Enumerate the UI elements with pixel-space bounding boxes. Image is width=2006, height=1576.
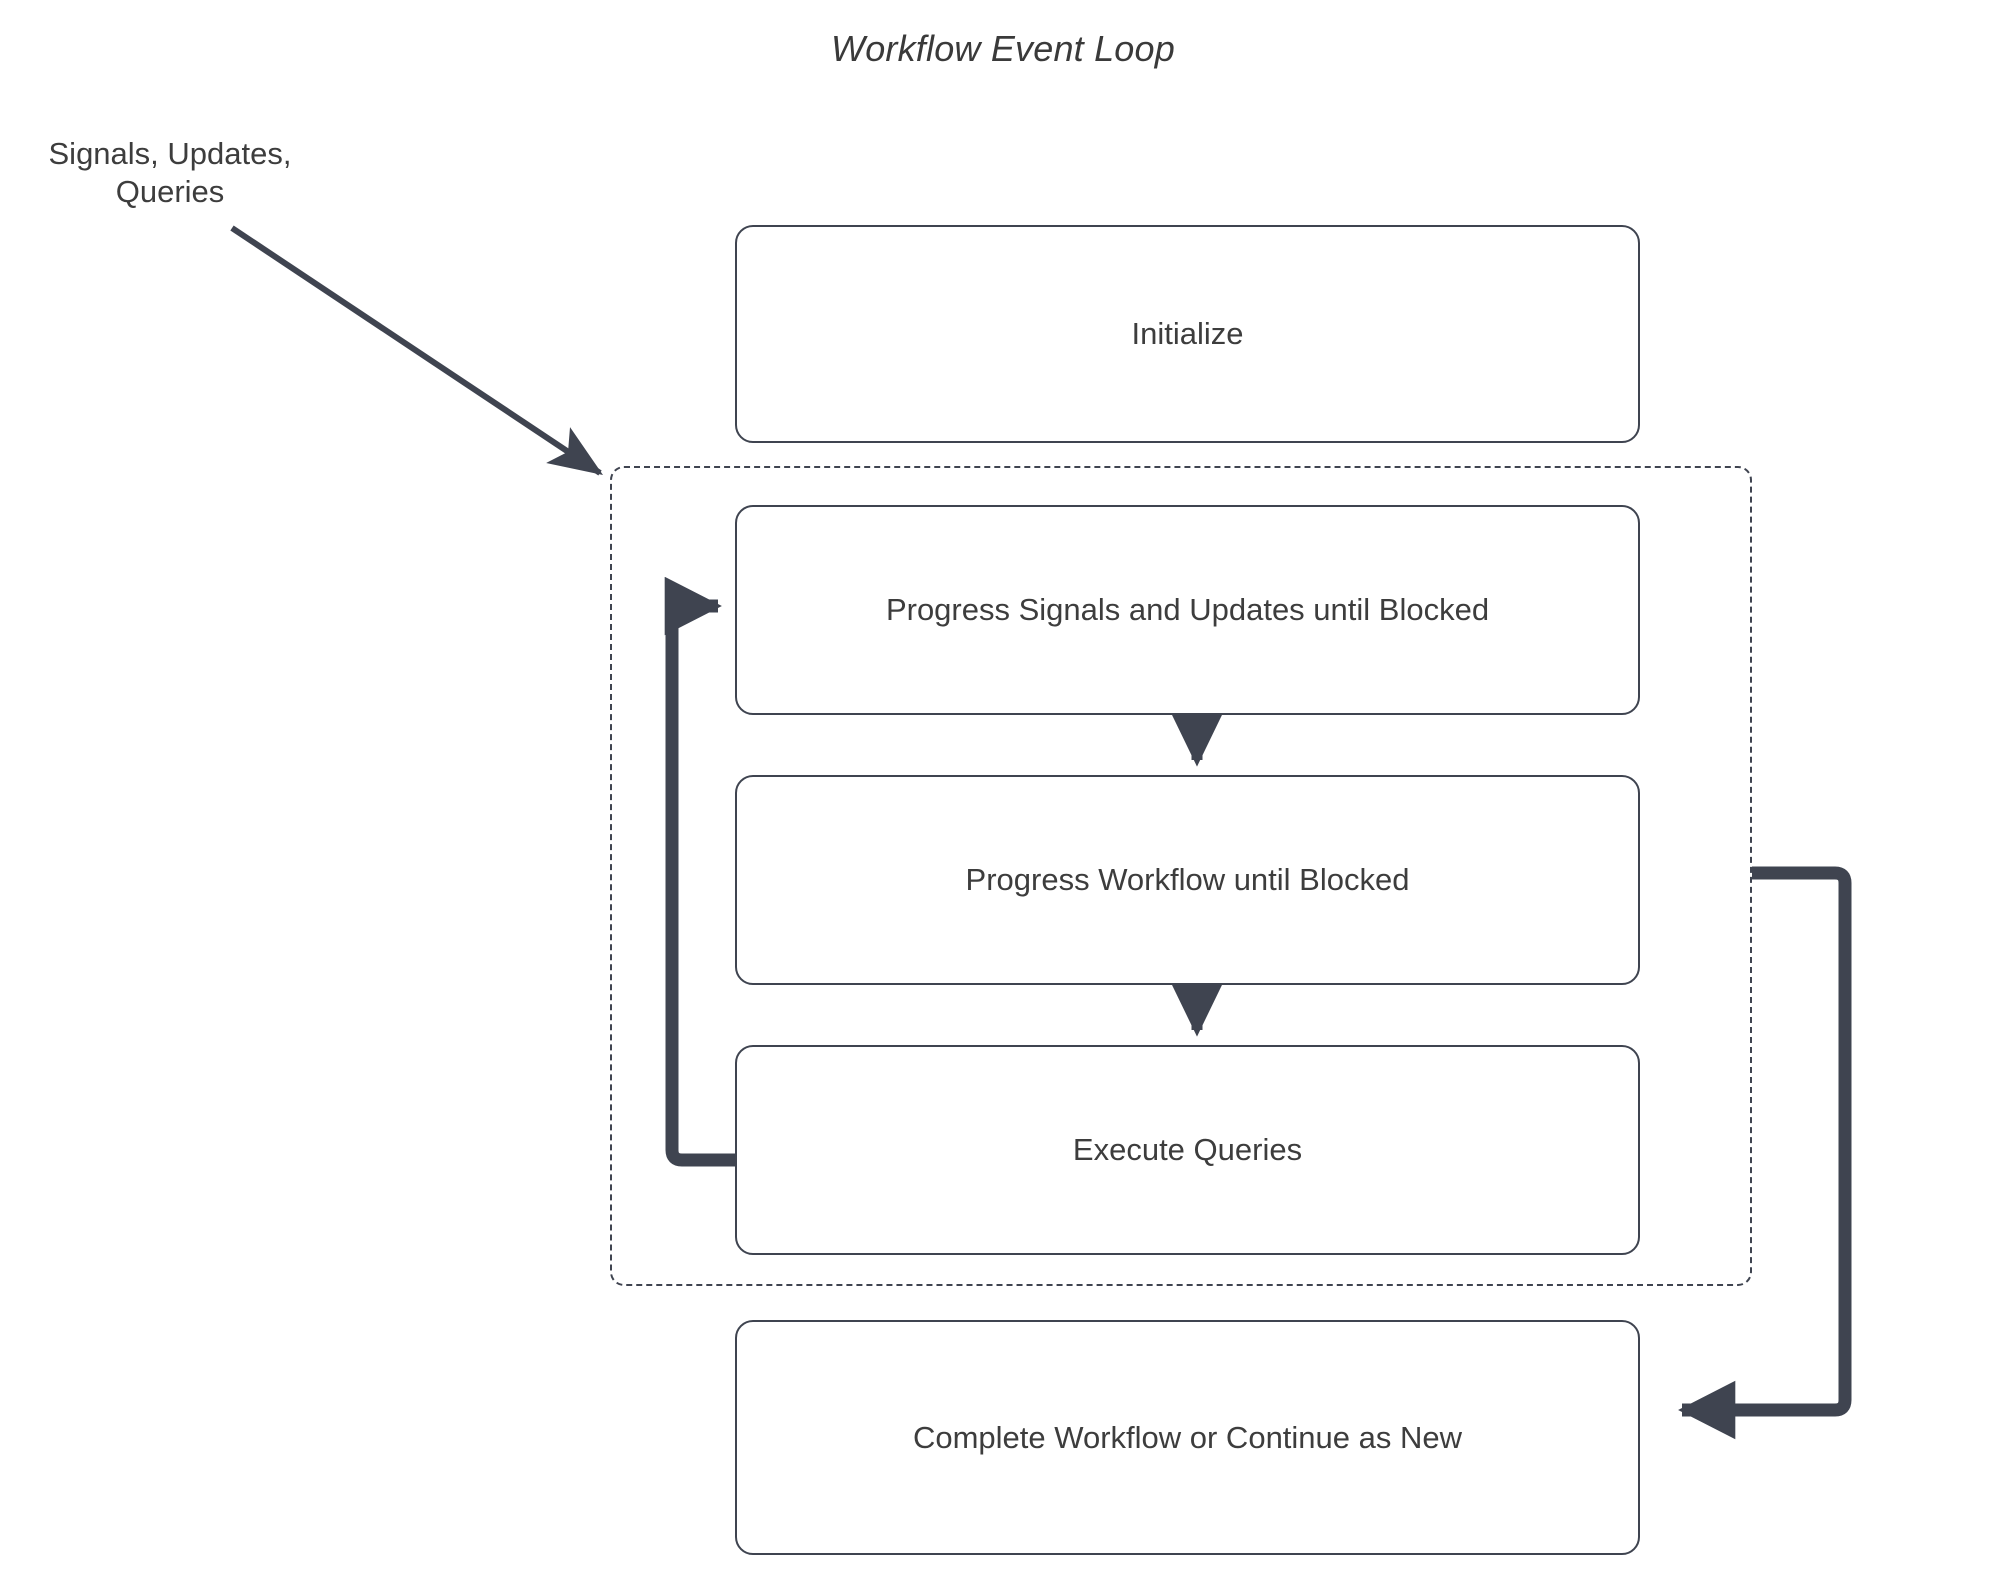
node-initialize-label: Initialize	[1131, 316, 1244, 351]
node-progress-workflow[interactable]: Progress Workflow until Blocked	[735, 775, 1640, 985]
node-complete-workflow[interactable]: Complete Workflow or Continue as New	[735, 1320, 1640, 1555]
event-loop-cluster	[610, 466, 1752, 1286]
external-input-label-line-2: Queries	[115, 174, 225, 210]
edge-external-input-to-cluster	[230, 225, 603, 476]
node-execute-queries-label: Execute Queries	[1072, 1132, 1303, 1167]
node-execute-queries[interactable]: Execute Queries	[735, 1045, 1640, 1255]
node-progress-signals-and-updates-label: Progress Signals and Updates until Block…	[885, 592, 1490, 627]
node-initialize[interactable]: Initialize	[735, 225, 1640, 443]
external-input-label: Signals, Updates, Queries	[20, 135, 320, 211]
node-progress-workflow-label: Progress Workflow until Blocked	[965, 862, 1410, 897]
page-title: Workflow Event Loop	[831, 28, 1175, 69]
node-progress-signals-and-updates[interactable]: Progress Signals and Updates until Block…	[735, 505, 1640, 715]
external-input-label-line-1: Signals, Updates,	[48, 136, 292, 171]
node-complete-workflow-label: Complete Workflow or Continue as New	[912, 1419, 1463, 1455]
